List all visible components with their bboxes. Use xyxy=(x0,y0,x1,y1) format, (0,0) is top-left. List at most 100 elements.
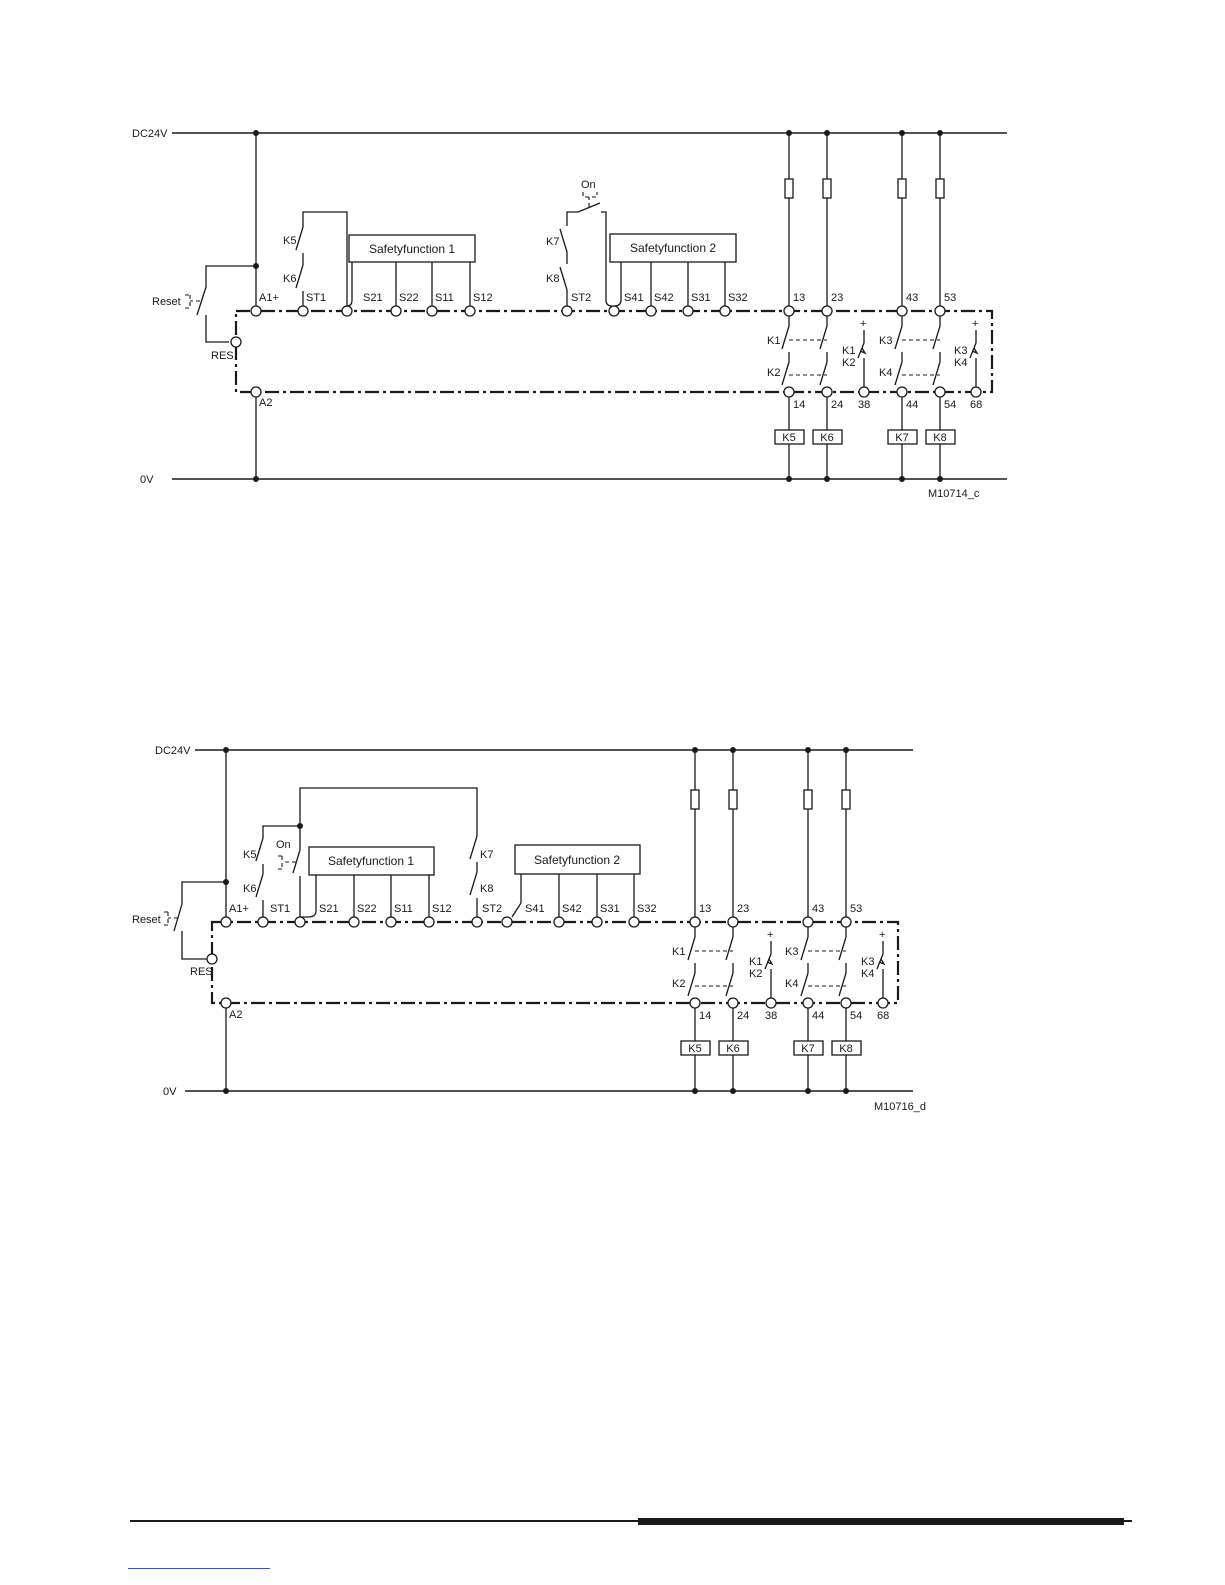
plus-label: + xyxy=(972,318,978,330)
fuse-icon xyxy=(935,178,945,199)
reset-wire xyxy=(205,265,256,287)
output-channel-23-24 xyxy=(812,130,843,482)
k1-label: K1 xyxy=(767,335,780,347)
junction-dot xyxy=(937,476,943,482)
junction-dot xyxy=(824,476,830,482)
load-k7-box xyxy=(793,1040,824,1056)
terminal-a1 xyxy=(220,916,232,928)
s32-label: S32 xyxy=(728,292,748,304)
fuse-icon xyxy=(690,789,700,810)
terminal-44 xyxy=(802,997,814,1009)
k4-contact-icon xyxy=(838,972,847,997)
t53-label: 53 xyxy=(944,292,956,304)
output-channel-53-54 xyxy=(831,747,862,1094)
k8-contact-icon xyxy=(469,871,478,896)
junction-dot xyxy=(805,1088,811,1094)
junction-dot xyxy=(223,1088,229,1094)
junction-dot xyxy=(692,1088,698,1094)
res-label: RES xyxy=(190,966,213,978)
k1-contact-icon xyxy=(687,936,696,961)
s12-label: S12 xyxy=(432,903,452,915)
junction-dot xyxy=(899,476,905,482)
s31-label: S31 xyxy=(600,903,620,915)
terminal-s11 xyxy=(426,305,438,317)
k2-label: K2 xyxy=(672,978,685,990)
k2-label: K2 xyxy=(767,367,780,379)
load-k5-box xyxy=(774,429,805,445)
s21-label: S21 xyxy=(363,292,383,304)
s42-label: S42 xyxy=(562,903,582,915)
load-k6-label: K6 xyxy=(726,1043,739,1055)
transistor-icon xyxy=(857,342,865,359)
terminal-23 xyxy=(727,916,739,928)
sensor-wire xyxy=(511,902,522,918)
led-k2-label: K2 xyxy=(749,968,762,980)
k5-label: K5 xyxy=(283,235,296,247)
load-k5-label: K5 xyxy=(782,432,795,444)
t23-label: 23 xyxy=(737,903,749,915)
on-actuator-icon xyxy=(582,192,598,207)
s11-label: S11 xyxy=(435,292,454,304)
transistor-icon xyxy=(969,342,977,359)
s42-label: S42 xyxy=(654,292,674,304)
fuse-icon xyxy=(841,789,851,810)
feedback-loop-wire xyxy=(262,825,300,838)
k3-contact-icon xyxy=(894,325,903,350)
terminal-13 xyxy=(783,305,795,317)
load-k8-label: K8 xyxy=(839,1043,852,1055)
t13-label: 13 xyxy=(699,903,711,915)
module-outline xyxy=(234,309,994,394)
sensor-wire xyxy=(346,299,353,307)
footer-link-underline xyxy=(128,1568,270,1569)
k6-contact-icon xyxy=(255,873,264,898)
reset-label: Reset xyxy=(132,914,161,926)
terminal-s21 xyxy=(341,305,353,317)
sensor-wire xyxy=(300,910,317,918)
k3-contact-icon xyxy=(932,325,941,350)
terminal-st1 xyxy=(257,916,269,928)
led-arrow-icon xyxy=(766,958,774,966)
led-k3-label: K3 xyxy=(861,956,874,968)
terminal-s11 xyxy=(385,916,397,928)
output-channel-43-44 xyxy=(887,130,918,482)
junction-dot xyxy=(786,476,792,482)
t68-label: 68 xyxy=(877,1010,889,1022)
terminal-st2 xyxy=(561,305,573,317)
t68-label: 68 xyxy=(970,399,982,411)
output-channel-13-14 xyxy=(774,130,805,482)
st2-label: ST2 xyxy=(482,903,502,915)
s41-label: S41 xyxy=(624,292,644,304)
t14-label: 14 xyxy=(699,1010,711,1022)
terminal-24 xyxy=(821,386,833,398)
led-k4-label: K4 xyxy=(954,357,967,369)
t54-label: 54 xyxy=(850,1010,862,1022)
led-arrow-icon xyxy=(971,347,979,355)
k7-label: K7 xyxy=(546,236,559,248)
reset-label: Reset xyxy=(152,296,181,308)
st2-label: ST2 xyxy=(571,292,591,304)
feedback-loop-wire xyxy=(302,211,348,306)
fuse-icon xyxy=(822,178,832,199)
output-channel-53-54 xyxy=(925,130,956,482)
k1-contact-icon xyxy=(819,325,828,350)
terminal-s42 xyxy=(645,305,657,317)
terminal-s41 xyxy=(501,916,513,928)
status-output-38: + K1 K2 xyxy=(842,318,870,398)
terminal-53 xyxy=(934,305,946,317)
terminal-38 xyxy=(765,997,777,1009)
st1-label: ST1 xyxy=(306,292,326,304)
supply-rail-label: DC24V xyxy=(155,745,191,757)
k4-label: K4 xyxy=(879,367,892,379)
terminal-23 xyxy=(821,305,833,317)
feedback-loop-wire xyxy=(299,787,478,836)
on-switch-icon xyxy=(292,849,301,874)
load-k6-box xyxy=(812,429,843,445)
terminal-s32 xyxy=(719,305,731,317)
status-output-38: + K1 K2 xyxy=(749,929,777,1009)
load-k5-label: K5 xyxy=(688,1043,701,1055)
on-label: On xyxy=(581,179,596,191)
plus-label: + xyxy=(767,929,773,941)
k8-contact-icon xyxy=(559,266,568,291)
on-switch-wire xyxy=(601,211,613,307)
